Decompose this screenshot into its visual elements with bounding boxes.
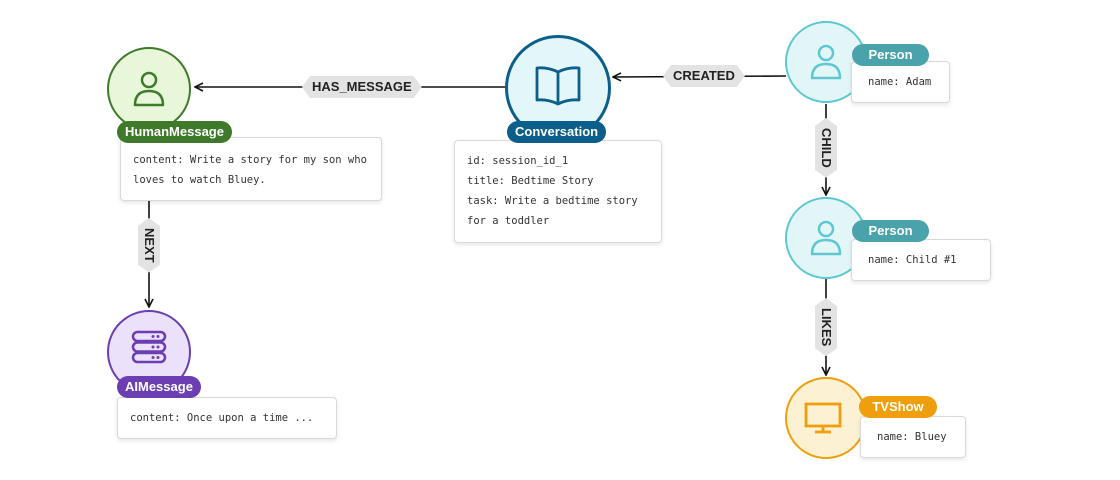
person-icon — [809, 43, 843, 81]
edge-label-created: CREATED — [663, 65, 745, 87]
person-icon — [809, 219, 843, 257]
edge-label-has-message: HAS_MESSAGE — [302, 76, 422, 98]
edge-label-next: NEXT — [138, 218, 160, 273]
human-message-node[interactable] — [107, 47, 191, 131]
person-adam-badge: Person — [852, 44, 929, 66]
tvshow-name: name: Bluey — [877, 431, 947, 443]
ai-message-content: content: Once upon a time ... — [130, 412, 314, 424]
human-message-badge: HumanMessage — [117, 121, 232, 143]
tvshow-node[interactable] — [785, 377, 867, 459]
server-icon — [131, 330, 167, 364]
tvshow-props-card: name: Bluey — [860, 416, 966, 458]
person-child-name: name: Child #1 — [868, 254, 957, 266]
ai-message-badge: AIMessage — [117, 376, 201, 398]
person-adam-props-card: name: Adam — [851, 61, 950, 103]
edge-label-child: CHILD — [815, 118, 837, 178]
person-child-badge: Person — [852, 220, 929, 242]
conversation-id: id: session_id_1 — [467, 155, 569, 167]
tvshow-badge: TVShow — [859, 396, 937, 418]
human-message-content: content: Write a story for my son who lo… — [133, 154, 374, 186]
edge-label-likes: LIKES — [815, 298, 837, 356]
ai-message-props-card: content: Once upon a time ... — [117, 397, 337, 439]
person-adam-name: name: Adam — [868, 76, 932, 88]
conversation-props-card: id: session_id_1 title: Bedtime Story ta… — [454, 140, 662, 243]
conversation-badge: Conversation — [507, 121, 607, 143]
book-icon — [534, 64, 582, 106]
conversation-title: title: Bedtime Story — [467, 175, 594, 187]
human-message-props-card: content: Write a story for my son who lo… — [120, 137, 382, 201]
person-icon — [132, 70, 166, 108]
person-child-props-card: name: Child #1 — [851, 239, 991, 281]
tv-icon — [804, 401, 842, 435]
conversation-task: task: Write a bedtime story for a toddle… — [467, 195, 645, 227]
